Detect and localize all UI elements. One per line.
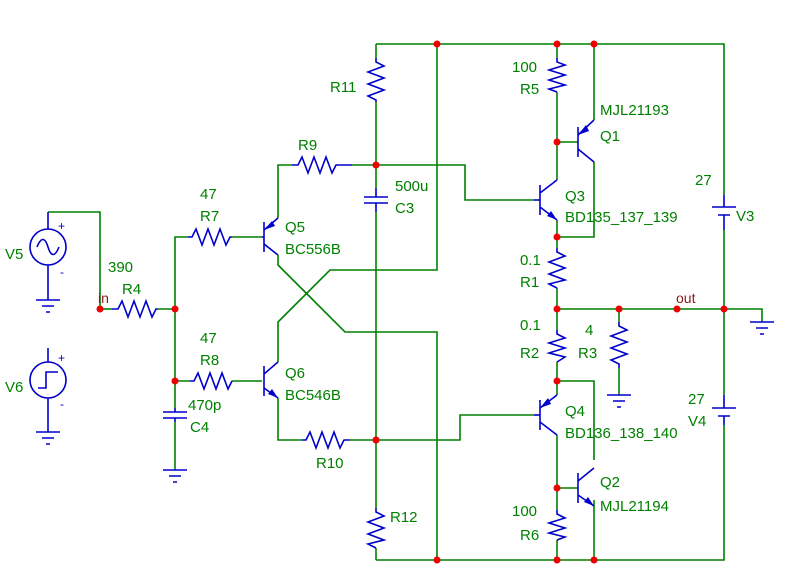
wires xyxy=(48,43,763,561)
battery-V4 xyxy=(712,395,736,425)
label-R5: R5 xyxy=(520,81,539,98)
label-R3-value: 4 xyxy=(585,322,593,339)
transistor-Q1 xyxy=(577,119,595,163)
label-Q5-part: BC556B xyxy=(285,241,341,258)
battery-V3 xyxy=(712,195,736,230)
label-Q2-part: MJL21194 xyxy=(600,498,669,515)
resistor-R10 xyxy=(302,429,350,451)
transistor-Q6 xyxy=(263,361,279,399)
junction-dots xyxy=(96,40,728,564)
label-V6: V6 xyxy=(5,379,23,396)
transistor-Q5 xyxy=(262,217,279,256)
step-source-V6 xyxy=(29,348,67,432)
resistor-R5 xyxy=(546,58,568,93)
label-R3: R3 xyxy=(578,345,597,362)
ground-symbols xyxy=(36,299,774,483)
v5-plus: + xyxy=(58,219,65,233)
label-R8: R8 xyxy=(200,352,219,369)
label-R12: R12 xyxy=(390,509,418,526)
label-R4: R4 xyxy=(122,281,141,298)
label-R5-value: 100 xyxy=(512,59,537,76)
label-R7-value: 47 xyxy=(200,186,217,203)
resistor-R12 xyxy=(365,508,387,549)
label-C3-value: 500u xyxy=(395,178,428,195)
sine-source-V5 xyxy=(29,212,67,300)
resistor-R6 xyxy=(546,510,568,541)
resistor-R8 xyxy=(190,370,233,392)
resistor-R7 xyxy=(188,226,232,248)
label-R11: R11 xyxy=(330,79,356,96)
label-R4-value: 390 xyxy=(108,259,133,276)
net-labels: in out xyxy=(98,290,696,306)
label-Q4: Q4 xyxy=(565,403,585,420)
label-Q6: Q6 xyxy=(285,365,305,382)
label-V4: V4 xyxy=(688,413,706,430)
label-V5: V5 xyxy=(5,246,23,263)
label-R1-value: 0.1 xyxy=(520,252,541,269)
label-R1: R1 xyxy=(520,274,539,291)
label-Q4-part: BD136_138_140 xyxy=(565,425,678,442)
capacitor-C3 xyxy=(364,188,388,212)
resistor-R3 xyxy=(608,322,630,368)
label-R6-value: 100 xyxy=(512,503,537,520)
label-C4: C4 xyxy=(190,419,209,436)
transistor-Q3 xyxy=(534,179,558,221)
label-C4-value: 470p xyxy=(188,397,221,414)
label-C3: C3 xyxy=(395,200,414,217)
transistor-Q2 xyxy=(577,467,595,507)
resistor-R1 xyxy=(546,248,568,289)
capacitor-C4 xyxy=(163,408,187,422)
v6-plus: + xyxy=(58,351,65,365)
transistor-Q4 xyxy=(534,394,558,436)
label-R2: R2 xyxy=(520,345,539,362)
label-Q6-part: BC546B xyxy=(285,387,341,404)
label-R9: R9 xyxy=(298,137,317,154)
resistor-R2 xyxy=(546,330,568,363)
label-V3: V3 xyxy=(736,208,754,225)
resistor-R4 xyxy=(112,298,158,320)
label-Q3: Q3 xyxy=(565,188,585,205)
label-V4-value: 27 xyxy=(688,391,705,408)
pin-markers: + - + - xyxy=(58,219,65,411)
label-R8-value: 47 xyxy=(200,330,217,347)
v5-minus: - xyxy=(60,265,64,279)
label-R10: R10 xyxy=(316,455,344,472)
label-R2-value: 0.1 xyxy=(520,317,541,334)
label-Q1: Q1 xyxy=(600,128,620,145)
v6-minus: - xyxy=(60,397,64,411)
label-R6: R6 xyxy=(520,527,539,544)
label-R7: R7 xyxy=(200,208,219,225)
label-V3-value: 27 xyxy=(695,172,712,189)
resistor-R11 xyxy=(365,58,387,102)
label-Q3-part: BD135_137_139 xyxy=(565,209,678,226)
label-Q2: Q2 xyxy=(600,474,620,491)
component-labels: R11 R9 500u C3 47 R7 Q5 BC556B 390 R4 47… xyxy=(5,59,754,544)
label-Q1-part: MJL21193 xyxy=(600,102,669,119)
resistor-R9 xyxy=(292,154,352,176)
label-Q5: Q5 xyxy=(285,219,305,236)
net-in: in xyxy=(98,290,109,306)
net-out: out xyxy=(676,290,696,306)
